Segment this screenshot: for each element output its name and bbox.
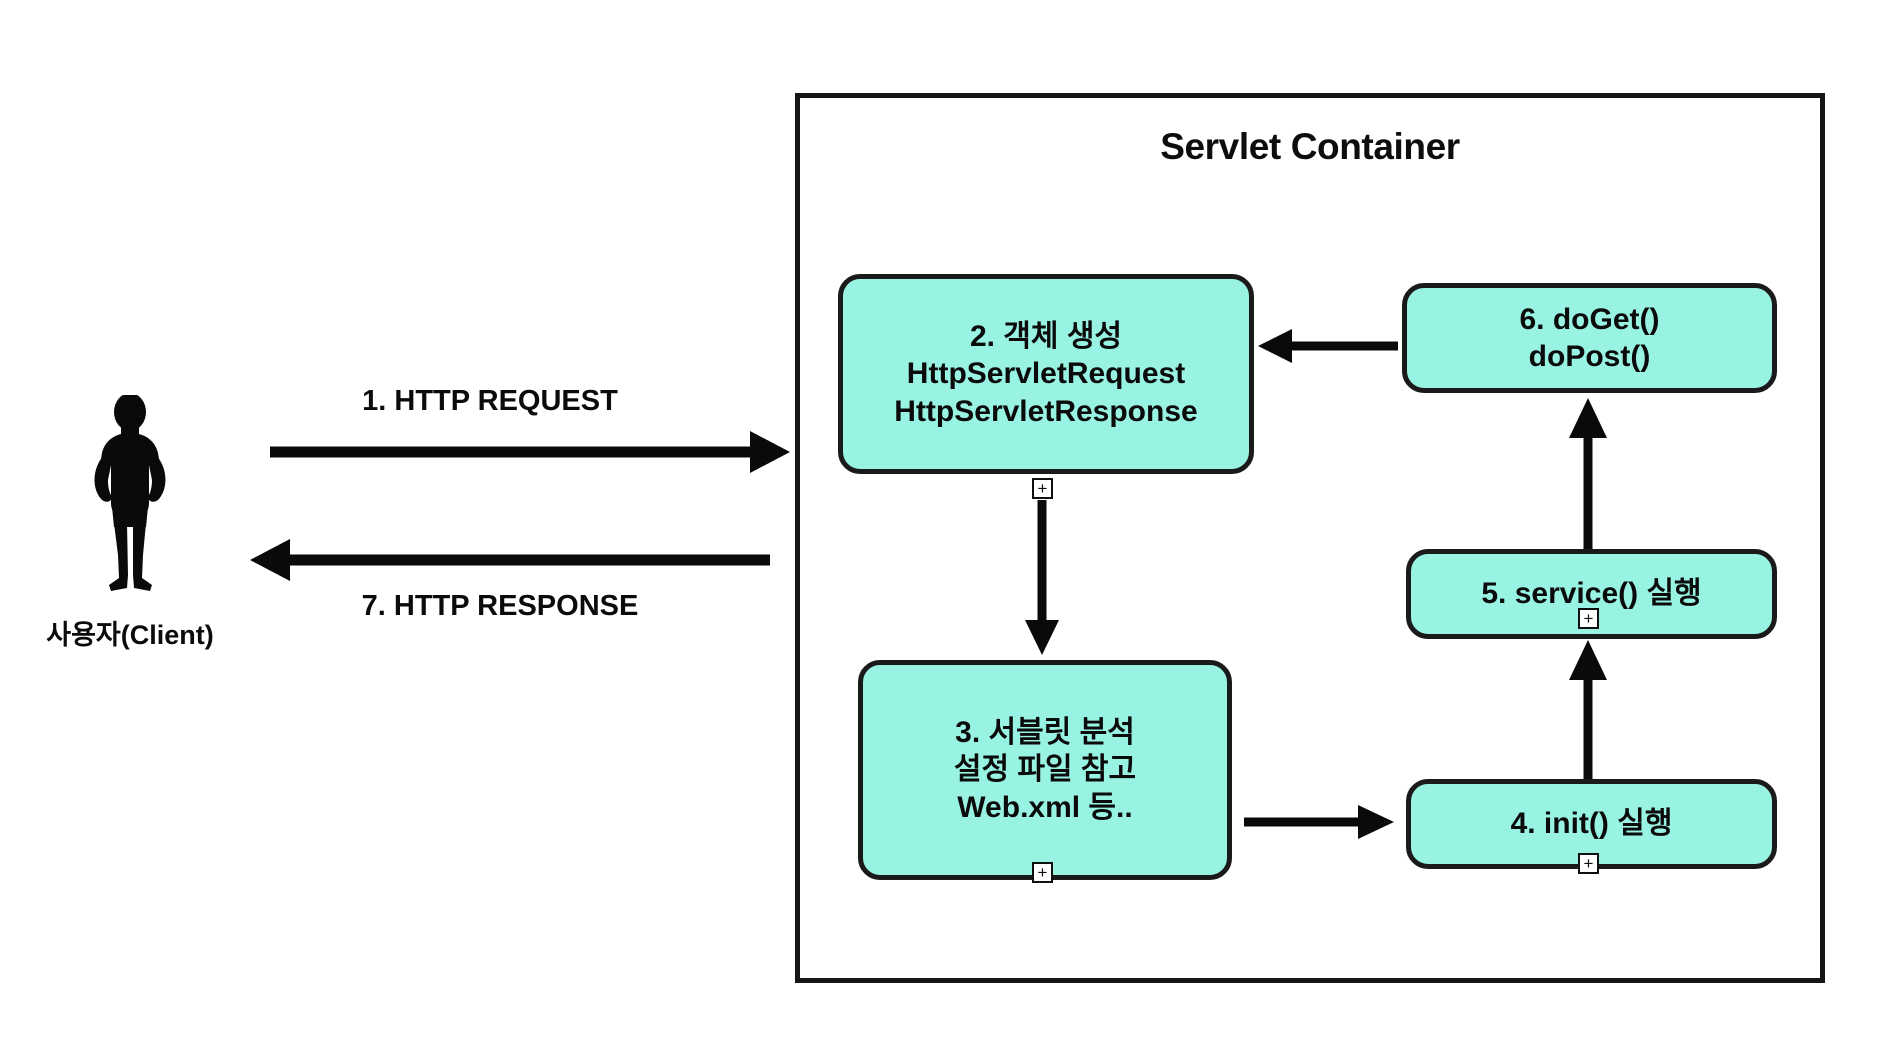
- person-silhouette-icon: [75, 393, 185, 600]
- process-box-3[interactable]: 3. 서블릿 분석 설정 파일 참고 Web.xml 등..: [858, 660, 1232, 880]
- http-request-label: 1. HTTP REQUEST: [362, 385, 618, 417]
- arrow-box4-to-box5: [1569, 640, 1607, 782]
- box6-line-2: doPost(): [1528, 340, 1651, 373]
- servlet-container-title: Servlet Container: [1160, 126, 1460, 167]
- arrow-client-to-container: [270, 431, 790, 473]
- plus-handle-box5[interactable]: +: [1578, 608, 1599, 629]
- box2-line-2: HttpServletRequest: [906, 357, 1186, 391]
- client-label: 사용자(Client): [46, 620, 214, 650]
- arrow-box6-to-box2: [1258, 329, 1398, 363]
- arrow-box2-to-box3: [1025, 500, 1059, 655]
- box2-line-1: 2. 객체 생성: [969, 320, 1123, 354]
- plus-handle-box3[interactable]: +: [1032, 862, 1053, 883]
- arrow-container-to-client: [250, 539, 770, 581]
- arrow-box3-to-box4: [1244, 805, 1394, 839]
- box3-line-1: 3. 서블릿 분석: [955, 716, 1135, 750]
- box5-line-1: 5. service() 실행: [1481, 577, 1702, 611]
- process-box-2[interactable]: 2. 객체 생성 HttpServletRequest HttpServletR…: [838, 274, 1254, 474]
- process-box-5[interactable]: 5. service() 실행: [1406, 549, 1777, 639]
- box6-line-1: 6. doGet(): [1519, 302, 1660, 336]
- box4-line-1: 4. init() 실행: [1510, 807, 1673, 841]
- plus-handle-box2[interactable]: +: [1032, 478, 1053, 499]
- box2-line-3: HttpServletResponse: [894, 394, 1198, 428]
- process-box-6[interactable]: 6. doGet() doPost(): [1402, 283, 1777, 393]
- box3-line-2: 설정 파일 참고: [953, 753, 1137, 787]
- http-response-label: 7. HTTP RESPONSE: [361, 590, 639, 622]
- box3-line-3: Web.xml 등..: [957, 790, 1133, 824]
- arrow-box5-to-box6: [1569, 398, 1607, 550]
- plus-handle-box4[interactable]: +: [1578, 853, 1599, 874]
